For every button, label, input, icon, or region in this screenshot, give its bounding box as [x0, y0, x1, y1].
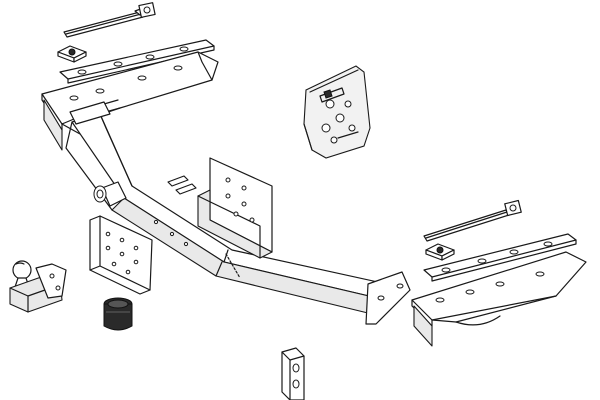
electrical-socket — [103, 297, 133, 331]
spacer-strip-top — [59, 39, 215, 84]
fixing-kit-bag — [303, 65, 371, 159]
clamp-plate-top — [57, 45, 87, 63]
tow-ball — [9, 260, 67, 313]
strap-right — [423, 199, 522, 242]
clamp-plate-right — [425, 243, 455, 261]
right-bracket — [411, 251, 587, 347]
left-bracket — [41, 51, 219, 151]
small-link-plate — [281, 347, 305, 400]
spacer-strip-right — [423, 233, 577, 282]
center-mount-plate — [197, 157, 273, 259]
main-crossbar — [65, 101, 411, 325]
left-backing-plate — [89, 215, 153, 295]
strap-top — [63, 2, 156, 38]
center-slots — [167, 175, 197, 195]
